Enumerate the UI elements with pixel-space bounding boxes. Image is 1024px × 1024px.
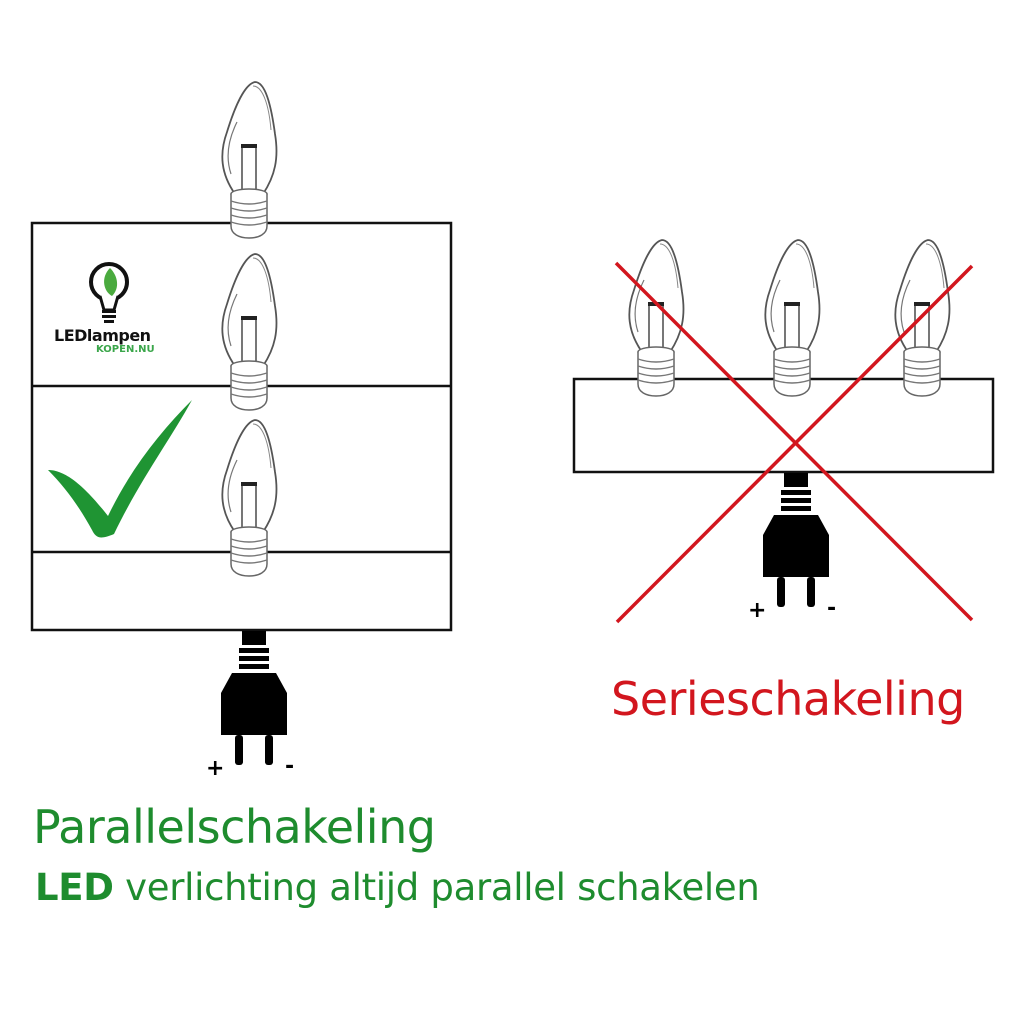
- logo-sub: KOPEN.NU: [96, 344, 155, 355]
- parallel-title: Parallelschakeling: [33, 800, 436, 854]
- series-title: Serieschakeling: [611, 672, 965, 726]
- plug-icon: [221, 631, 287, 765]
- parallel-circuit: [30, 81, 453, 765]
- cross-icon: [614, 261, 974, 622]
- parallel-minus-label: -: [285, 754, 295, 779]
- series-plus-label: +: [748, 598, 767, 623]
- bulb-icon: [221, 81, 278, 239]
- bulb-icon: [764, 239, 821, 397]
- parallel-plus-label: +: [206, 756, 225, 781]
- bulb-icon: [628, 239, 685, 397]
- plug-icon: [763, 473, 829, 607]
- logo-bulb-icon: [89, 262, 129, 323]
- cross-icon: [615, 264, 974, 624]
- subtitle-bold: LED: [35, 866, 114, 909]
- checkmark-icon: [48, 400, 192, 538]
- parallel-subtitle: LED verlichting altijd parallel schakele…: [35, 866, 760, 909]
- series-minus-label: -: [827, 596, 837, 621]
- logo-name: LEDlampen: [54, 326, 151, 345]
- series-circuit: [572, 239, 995, 624]
- subtitle-rest: verlichting altijd parallel schakelen: [113, 866, 760, 909]
